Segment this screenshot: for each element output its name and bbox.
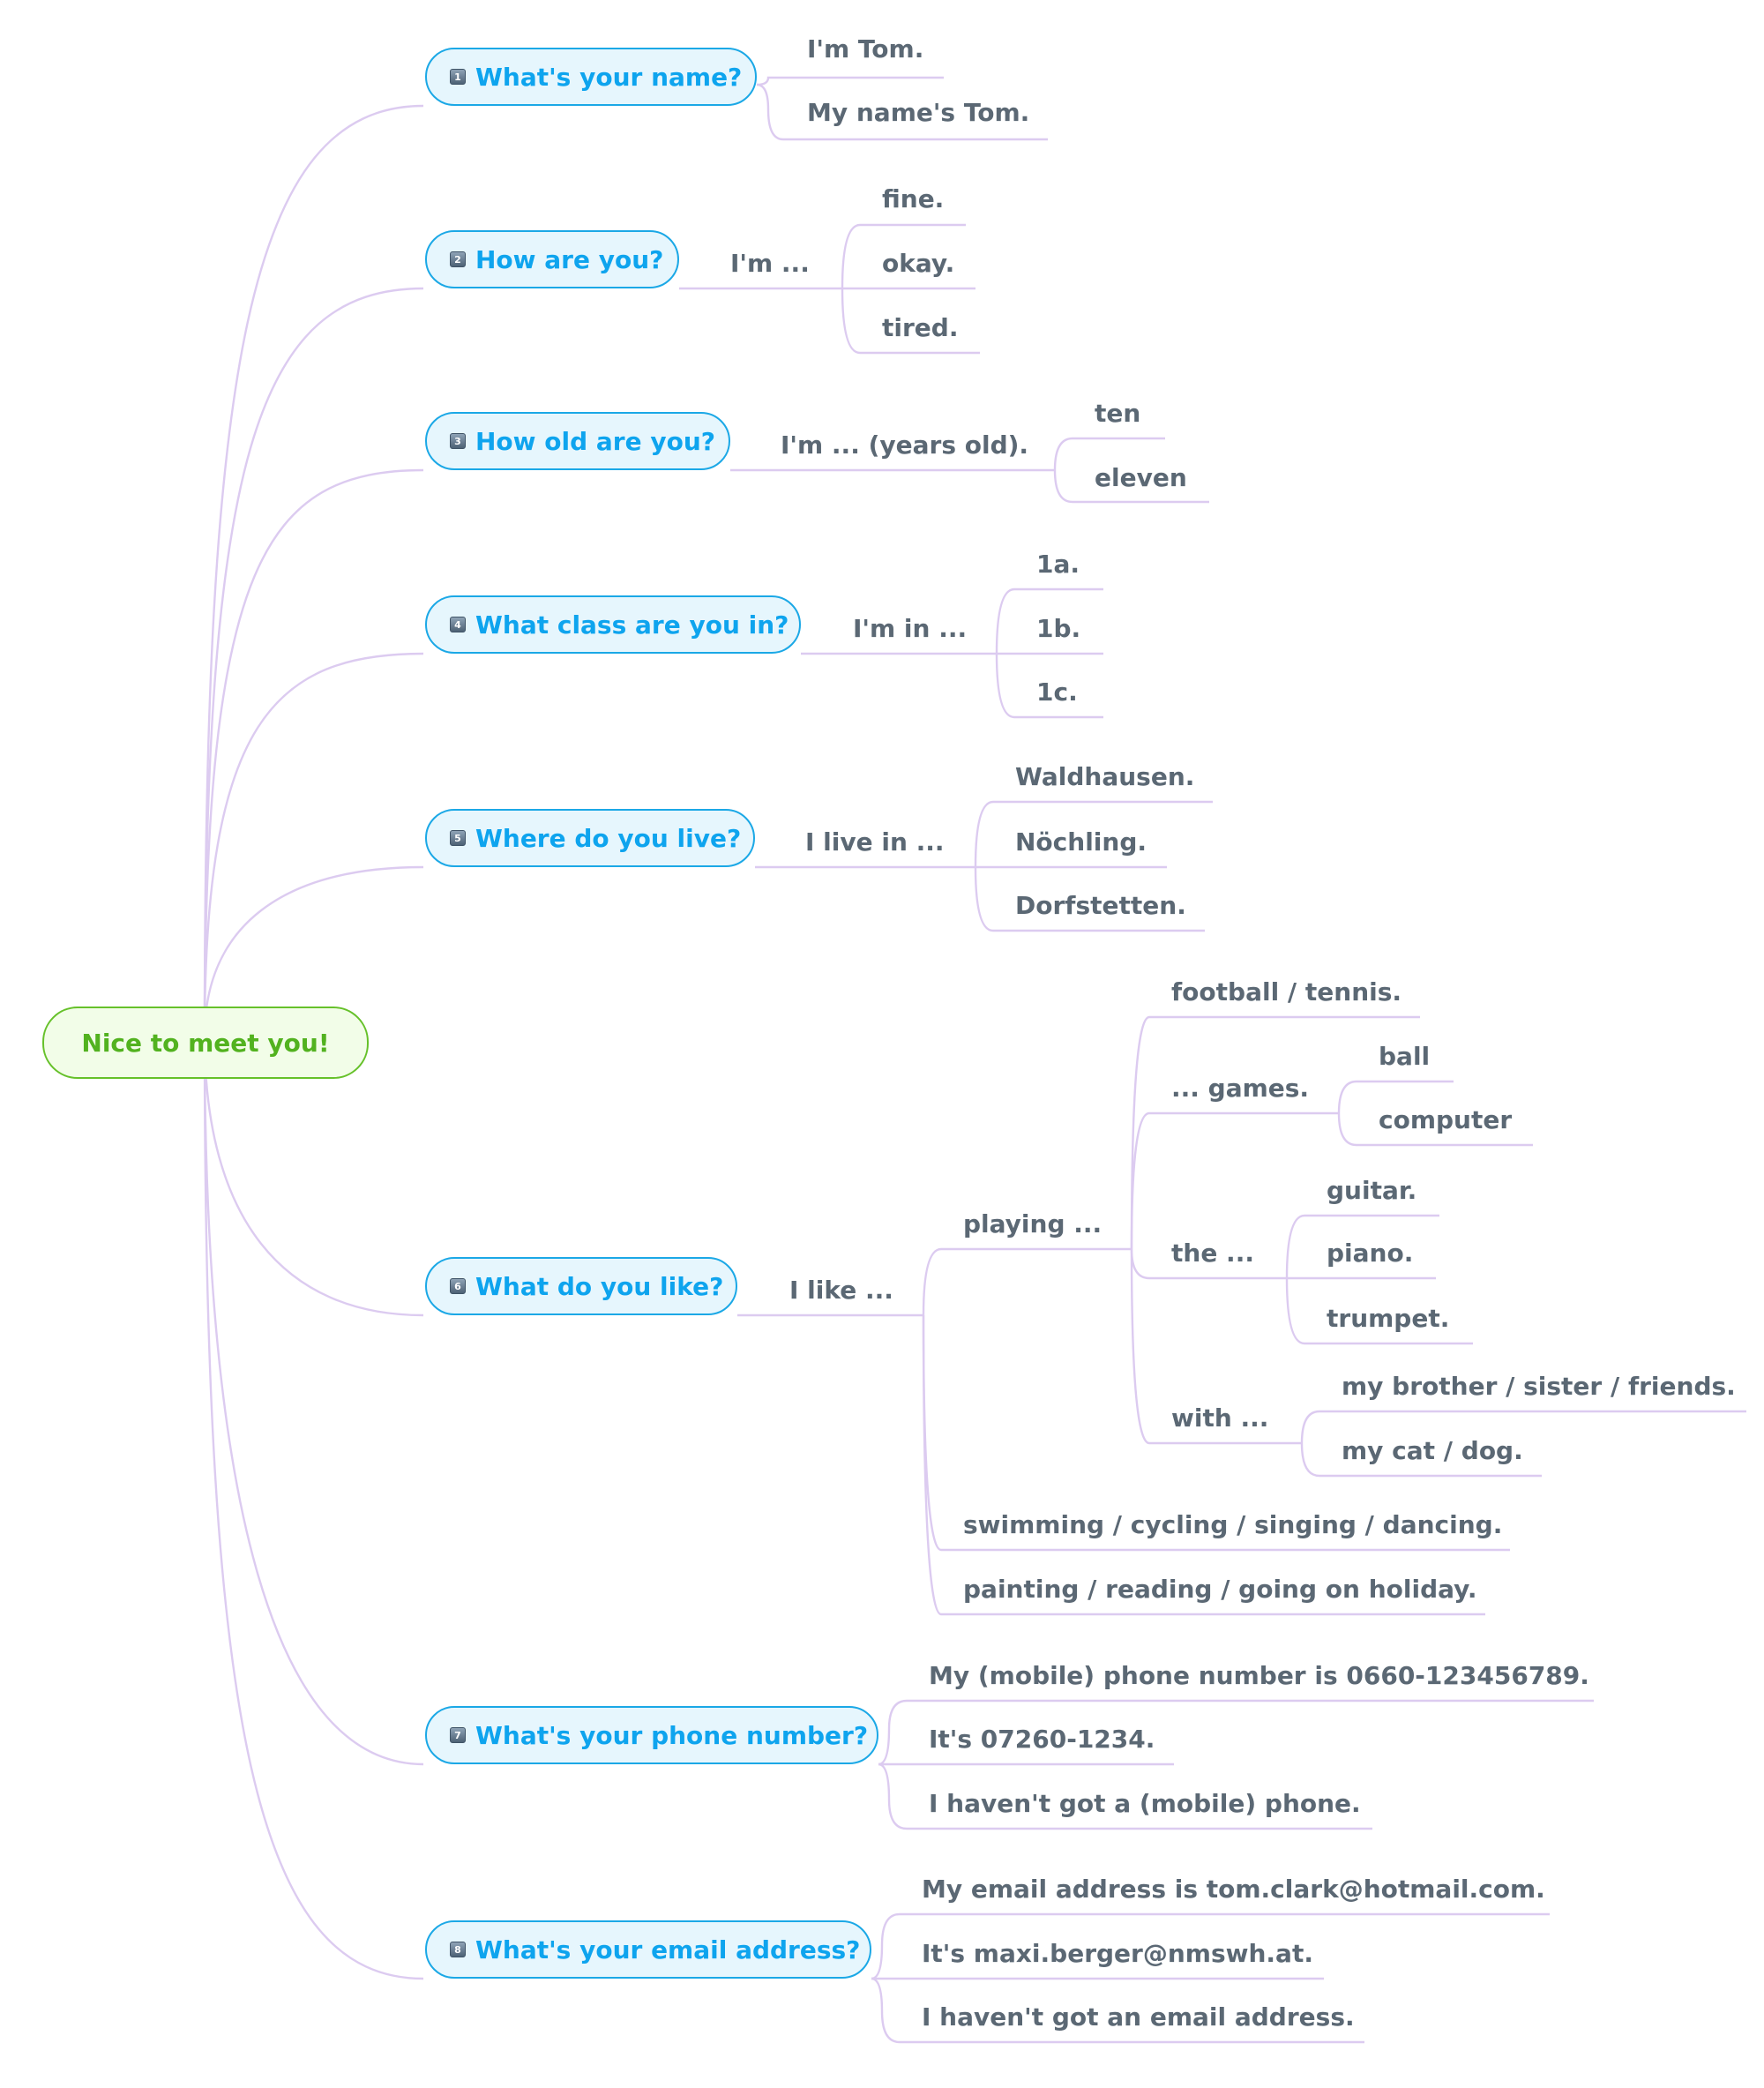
question-label: How old are you? — [475, 426, 716, 456]
question-label: What class are you in? — [475, 610, 789, 640]
answer-stem[interactable]: I like ... — [789, 1276, 893, 1305]
link-q1-a1 — [756, 76, 944, 86]
sub-stem-playing[interactable]: playing ... — [963, 1209, 1102, 1239]
link-q8-a1 — [871, 1912, 1550, 1980]
link-q3-o2 — [1053, 469, 1209, 504]
answer-item[interactable]: I haven't got an email address. — [922, 2002, 1355, 2032]
link-root-q5 — [203, 865, 424, 1037]
question-node-6[interactable]: 6 What do you like? — [425, 1257, 737, 1315]
answer-item[interactable]: My (mobile) phone number is 0660-1234567… — [929, 1661, 1589, 1690]
answer-item[interactable]: It's maxi.berger@nmswh.at. — [922, 1939, 1313, 1968]
link-q7-a1 — [878, 1699, 1594, 1766]
option-item[interactable]: 1c. — [1036, 677, 1078, 707]
link-q5-o1 — [974, 800, 1213, 868]
link-with-o2 — [1300, 1442, 1542, 1478]
option-item[interactable]: Dorfstetten. — [1015, 891, 1186, 920]
number-badge-icon: 7 — [450, 1727, 466, 1743]
number-badge-icon: 1 — [450, 69, 466, 85]
number-badge-icon: 2 — [450, 251, 466, 267]
question-node-7[interactable]: 7 What's your phone number? — [425, 1706, 878, 1764]
option-item[interactable]: trumpet. — [1327, 1304, 1450, 1333]
link-root-q2 — [203, 287, 424, 1037]
link-root-q8 — [203, 1036, 424, 1980]
number-badge-icon: 3 — [450, 433, 466, 449]
link-q7-a3 — [878, 1762, 1372, 1830]
option-item[interactable]: fine. — [882, 184, 945, 213]
question-node-4[interactable]: 4 What class are you in? — [425, 595, 801, 654]
link-the-o1 — [1285, 1214, 1439, 1279]
number-badge-icon: 6 — [450, 1278, 466, 1294]
number-badge-icon: 8 — [450, 1942, 466, 1957]
option-item[interactable]: 1a. — [1036, 550, 1080, 579]
question-label: What's your email address? — [475, 1935, 861, 1965]
answer-stem[interactable]: I'm in ... — [853, 614, 968, 643]
link-q6-other2 — [922, 1314, 1485, 1616]
link-q3-o1 — [1053, 437, 1165, 471]
question-label: How are you? — [475, 244, 664, 274]
link-root-q4 — [203, 652, 424, 1037]
link-q1-a2 — [756, 83, 1048, 141]
link-with-o1 — [1300, 1410, 1746, 1444]
link-root-q6 — [203, 1036, 424, 1317]
answer-stem[interactable]: I live in ... — [805, 827, 945, 857]
option-item[interactable]: swimming / cycling / singing / dancing. — [963, 1510, 1503, 1539]
link-root-q3 — [203, 468, 424, 1037]
question-node-2[interactable]: 2 How are you? — [425, 230, 679, 288]
answer-item[interactable]: My email address is tom.clark@hotmail.co… — [922, 1875, 1545, 1904]
link-q6-playing — [922, 1247, 1132, 1316]
question-node-5[interactable]: 5 Where do you live? — [425, 809, 755, 867]
option-item[interactable]: football / tennis. — [1171, 977, 1402, 1007]
question-label: What's your name? — [475, 62, 743, 92]
option-item[interactable]: 1b. — [1036, 614, 1081, 643]
question-label: What do you like? — [475, 1271, 724, 1301]
answer-item[interactable]: I'm Tom. — [807, 34, 924, 64]
link-games-o1 — [1337, 1080, 1454, 1114]
option-item[interactable]: Nöchling. — [1015, 827, 1147, 857]
question-node-8[interactable]: 8 What's your email address? — [425, 1920, 871, 1979]
root-topic[interactable]: Nice to meet you! — [42, 1007, 369, 1079]
link-playing-football — [1130, 1015, 1420, 1250]
option-item[interactable]: ball — [1379, 1042, 1431, 1071]
link-q4-o1 — [995, 587, 1103, 655]
link-q2-o3 — [841, 288, 980, 355]
answer-item[interactable]: My name's Tom. — [807, 98, 1030, 127]
answer-item[interactable]: I haven't got a (mobile) phone. — [929, 1789, 1361, 1818]
sub-stem-games[interactable]: ... games. — [1171, 1074, 1310, 1103]
link-playing-with — [1130, 1248, 1302, 1445]
link-root-q7 — [203, 1036, 424, 1766]
option-item[interactable]: computer — [1379, 1105, 1513, 1134]
question-label: What's your phone number? — [475, 1720, 869, 1750]
link-root-q1 — [203, 104, 424, 1037]
link-the-o3 — [1285, 1277, 1473, 1345]
link-q5-o3 — [974, 866, 1205, 932]
link-q4-o3 — [995, 653, 1103, 719]
option-item[interactable]: okay. — [882, 249, 955, 278]
link-q8-a3 — [871, 1977, 1364, 2044]
answer-stem[interactable]: I'm ... — [730, 249, 810, 278]
option-item[interactable]: my brother / sister / friends. — [1342, 1372, 1736, 1401]
option-item[interactable]: piano. — [1327, 1239, 1414, 1268]
sub-stem-with[interactable]: with ... — [1171, 1403, 1269, 1433]
question-label: Where do you live? — [475, 823, 742, 853]
option-item[interactable]: eleven — [1095, 463, 1187, 492]
link-q2-o1 — [841, 223, 966, 289]
answer-item[interactable]: It's 07260-1234. — [929, 1725, 1155, 1754]
answer-stem[interactable]: I'm ... (years old). — [781, 430, 1029, 460]
sub-stem-the[interactable]: the ... — [1171, 1239, 1254, 1268]
option-item[interactable]: tired. — [882, 313, 959, 342]
option-item[interactable]: guitar. — [1327, 1176, 1417, 1205]
question-node-1[interactable]: 1 What's your name? — [425, 48, 757, 106]
option-item[interactable]: ten — [1095, 399, 1141, 428]
option-item[interactable]: Waldhausen. — [1015, 762, 1195, 791]
number-badge-icon: 4 — [450, 617, 466, 632]
option-item[interactable]: my cat / dog. — [1342, 1436, 1523, 1465]
question-node-3[interactable]: 3 How old are you? — [425, 412, 730, 470]
link-playing-games — [1130, 1111, 1339, 1250]
number-badge-icon: 5 — [450, 830, 466, 846]
link-games-o2 — [1337, 1112, 1533, 1147]
option-item[interactable]: painting / reading / going on holiday. — [963, 1575, 1477, 1604]
